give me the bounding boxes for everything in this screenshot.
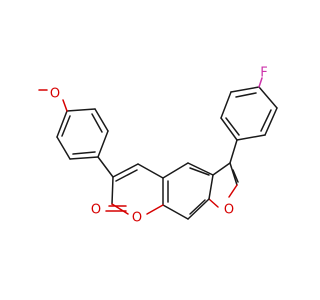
ring-oxygen-label: O	[132, 211, 142, 226]
aryl-o-bond	[62, 99, 68, 112]
fluorine-label: F	[260, 66, 267, 81]
pyranone-aryl-bond	[97, 156, 114, 178]
molecule-canvas: F O O O O	[38, 66, 278, 226]
aryl-furan-bond	[229, 139, 238, 164]
furan-ring	[208, 162, 239, 208]
c-f-bond	[258, 77, 263, 88]
methoxyphenyl-ring	[56, 108, 109, 160]
central-benzene-ring	[162, 162, 214, 220]
methoxy-oxygen-label: O	[50, 87, 60, 102]
pyranone-ring	[105, 163, 164, 215]
carbonyl-oxygen-label: O	[91, 203, 101, 218]
furan-oxygen-label: O	[224, 203, 234, 218]
fluorophenyl-ring	[220, 86, 278, 141]
molecule-structure: F O O O O	[38, 66, 278, 226]
